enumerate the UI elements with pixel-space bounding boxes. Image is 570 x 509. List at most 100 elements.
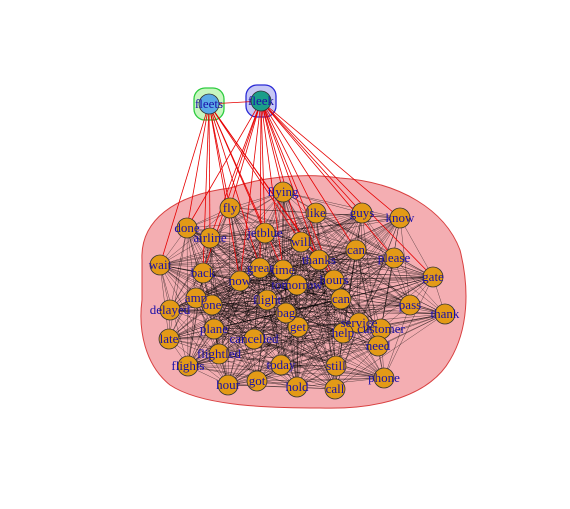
edge [285, 304, 411, 314]
edge [208, 103, 335, 281]
edge [318, 259, 411, 306]
node-tomorrow [286, 274, 308, 296]
edge [159, 217, 401, 266]
edge [256, 332, 344, 382]
node-label-one: one [203, 297, 222, 312]
edge [335, 313, 446, 367]
edge [260, 100, 363, 214]
node-fleets [198, 93, 220, 115]
node-label-bag: bag [277, 305, 296, 320]
edge [195, 241, 302, 299]
edge [229, 100, 262, 209]
edge [209, 237, 302, 243]
edge [186, 103, 210, 229]
edge [208, 103, 231, 209]
edge [186, 100, 262, 229]
edge [195, 297, 336, 390]
edge [315, 212, 395, 259]
edge [380, 313, 446, 330]
edge [340, 298, 385, 379]
node-phone [373, 367, 395, 389]
edge [213, 269, 284, 330]
edge [296, 276, 434, 286]
node-label-still: still [326, 358, 346, 373]
edge [227, 279, 335, 386]
edge [334, 322, 360, 390]
edge [253, 338, 385, 379]
node-hours [323, 269, 345, 291]
edge [296, 284, 360, 324]
node-label-late: late [160, 331, 179, 346]
edge [260, 100, 395, 259]
node-today [270, 354, 292, 376]
node-hour [217, 374, 239, 396]
edge [260, 100, 320, 261]
node-label-need: need [366, 338, 391, 353]
edge [266, 298, 342, 301]
node-jetblue [254, 222, 276, 244]
node-label-fleek: fleek [248, 93, 274, 108]
node-label-amp: amp [185, 290, 207, 305]
edge [169, 227, 188, 311]
edge [264, 232, 336, 390]
edge [318, 259, 337, 367]
edge [259, 267, 335, 281]
edge [186, 227, 255, 340]
edge [208, 103, 261, 269]
edge [383, 276, 434, 379]
node-label-time: time [271, 262, 294, 277]
edge [296, 332, 344, 388]
edge [282, 191, 363, 214]
node-label-now: now [229, 273, 252, 288]
node-know [389, 207, 411, 229]
edge [266, 299, 282, 366]
edge [399, 217, 434, 278]
node-one [201, 294, 223, 316]
edge [297, 259, 320, 328]
edge [187, 365, 298, 388]
node-cancelled [243, 328, 265, 350]
edge [209, 237, 320, 261]
edge [186, 227, 197, 299]
edge [213, 328, 379, 347]
node-time [272, 259, 294, 281]
edge [280, 241, 302, 366]
node-label-flightled: flightled [197, 346, 242, 361]
edge [209, 191, 284, 239]
edge [260, 100, 302, 243]
node-can [330, 288, 352, 310]
edge [355, 249, 382, 330]
node-label-thanks: thanks [302, 252, 336, 267]
edge [333, 279, 411, 306]
node-bag [275, 302, 297, 324]
edge [280, 259, 320, 366]
edge [335, 257, 395, 367]
edge [187, 304, 213, 367]
node-late [158, 328, 180, 350]
node-wait [149, 254, 171, 276]
edge [218, 249, 357, 355]
edge [334, 313, 446, 390]
edge [282, 191, 434, 278]
edge [168, 259, 320, 340]
edge [260, 100, 401, 219]
edge [340, 298, 411, 306]
edge [315, 212, 446, 315]
edge [264, 232, 335, 281]
edge [211, 304, 258, 382]
edge [260, 100, 284, 193]
edge [264, 232, 395, 259]
edge [260, 100, 434, 278]
node-label-call: call [326, 381, 345, 396]
edge [169, 309, 360, 324]
edge [187, 326, 299, 367]
edge [211, 304, 299, 328]
node-label-flight: flight [253, 292, 282, 307]
edge [202, 241, 302, 274]
node-like [305, 202, 327, 224]
edge [296, 298, 342, 388]
edge [168, 272, 204, 340]
edge [186, 227, 241, 282]
node-got [246, 370, 268, 392]
